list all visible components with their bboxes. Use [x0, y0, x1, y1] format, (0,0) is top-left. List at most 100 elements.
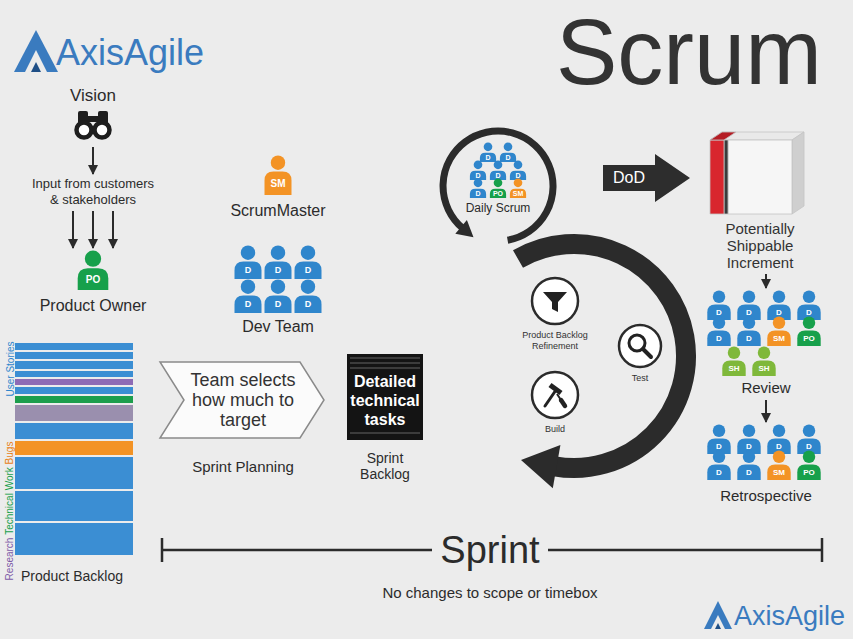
product-owner: POProduct Owner [33, 250, 153, 316]
task-line [350, 368, 420, 369]
badge-circle [532, 278, 578, 324]
dev-team: Dev TeamDDDDDD [228, 245, 328, 337]
person-head [713, 425, 725, 437]
label-holder: No changes to scope or timebox [290, 582, 690, 603]
role-letter: D [293, 299, 323, 310]
sprint-label: Sprint [432, 528, 547, 572]
badge-circle [532, 372, 578, 418]
sprint-backlog: Detailed technical tasksSprint Backlog [345, 350, 425, 482]
team-member: D [706, 316, 732, 346]
team-member: D [489, 160, 507, 180]
binoculars [48, 108, 138, 142]
role-letter: D [796, 442, 822, 452]
label-holder: AxisAgile [734, 600, 852, 633]
team-member: D [766, 424, 792, 454]
sprint-note: No changes to scope or timebox [382, 582, 597, 603]
screwdriver-shaft [557, 394, 565, 406]
flow-arrow [92, 211, 94, 248]
backlog-item [15, 441, 133, 455]
increment-caption: Potentially Shippable Increment [700, 220, 820, 271]
logo-triangle [704, 601, 732, 629]
person-head [803, 317, 815, 329]
flow-arrow [112, 211, 114, 248]
person-head [803, 291, 815, 303]
label-holder: AxisAgile [56, 32, 276, 74]
team-member: D [736, 424, 762, 454]
person-body [500, 153, 516, 162]
daily-cycle-ring [443, 131, 553, 240]
team-member: SM [509, 178, 527, 198]
tool-badge [520, 370, 590, 420]
flow-arrow [765, 274, 767, 288]
review-group: ReviewDDDDDDSMPOSHSH [700, 290, 832, 397]
person-head [85, 251, 101, 267]
role-letter: SH [721, 364, 747, 374]
task-line [350, 433, 420, 434]
role-letter: D [736, 308, 762, 318]
activity-caption: Build [520, 424, 590, 435]
person-head [713, 291, 725, 303]
team-member: SH [721, 346, 747, 376]
person-body [480, 153, 496, 162]
team-member: PO [489, 178, 507, 198]
backlog-item [15, 491, 133, 521]
person-head [728, 347, 740, 359]
role-letter: SM [766, 334, 792, 344]
role-letter: PO [796, 468, 822, 478]
group-caption: Dev Team [228, 317, 328, 337]
logo-cutout [25, 50, 47, 72]
person-head [301, 280, 315, 294]
person-head [271, 280, 285, 294]
person-body [470, 171, 486, 180]
person-head [494, 179, 503, 188]
task-text: Detailed technical tasks [349, 372, 421, 429]
hammer-handle [545, 390, 556, 406]
logo-peak [31, 62, 41, 72]
team-member: D [479, 142, 497, 162]
role-letter: D [706, 468, 732, 478]
daily-cycle-arrowhead [455, 220, 473, 237]
role-letter: D [263, 265, 293, 276]
role-letter: D [233, 299, 263, 310]
person-body [490, 189, 506, 198]
diagram-title: Scrum [556, 2, 822, 102]
step-caption: Sprint Backlog [345, 450, 425, 482]
binocular-bridge [88, 116, 98, 122]
person-head [803, 451, 815, 463]
role-letter: PO [489, 189, 507, 198]
role-letter: SM [218, 178, 338, 190]
cube-front [728, 140, 792, 214]
role-letter: D [736, 468, 762, 478]
cube-top [710, 132, 804, 140]
logo-mark [14, 30, 58, 72]
person-head [773, 317, 785, 329]
role-letter: SM [766, 468, 792, 478]
binocular-lens [95, 123, 110, 138]
test-icon: Test [610, 323, 670, 384]
backlog-item [15, 343, 133, 350]
role-letter: D [736, 442, 762, 452]
team-member: D [233, 245, 263, 279]
backlog-item [15, 423, 133, 439]
team-member: D [263, 245, 293, 279]
team-member: D [293, 245, 323, 279]
team-member: D [469, 160, 487, 180]
cube-red-top [710, 132, 736, 140]
person-head [743, 451, 755, 463]
logo-triangle [14, 30, 58, 72]
badge-circle [619, 325, 661, 367]
cube-red-face [710, 140, 724, 214]
backlog-item [15, 352, 133, 359]
role-letter: D [766, 308, 792, 318]
person-icon [263, 155, 293, 195]
vertical-label-holder: User Stories [0, 341, 17, 396]
role-letter: D [499, 153, 517, 162]
role-letter: D [706, 442, 732, 452]
role-letter: D [766, 442, 792, 452]
team-member: D [263, 279, 293, 313]
chevron-text: Team selects how much to target [177, 370, 309, 430]
team-member: D [469, 178, 487, 198]
item-type-label: Bugs [4, 442, 16, 465]
person-head [713, 451, 725, 463]
increment-cube: Potentially Shippable Increment [700, 128, 820, 271]
